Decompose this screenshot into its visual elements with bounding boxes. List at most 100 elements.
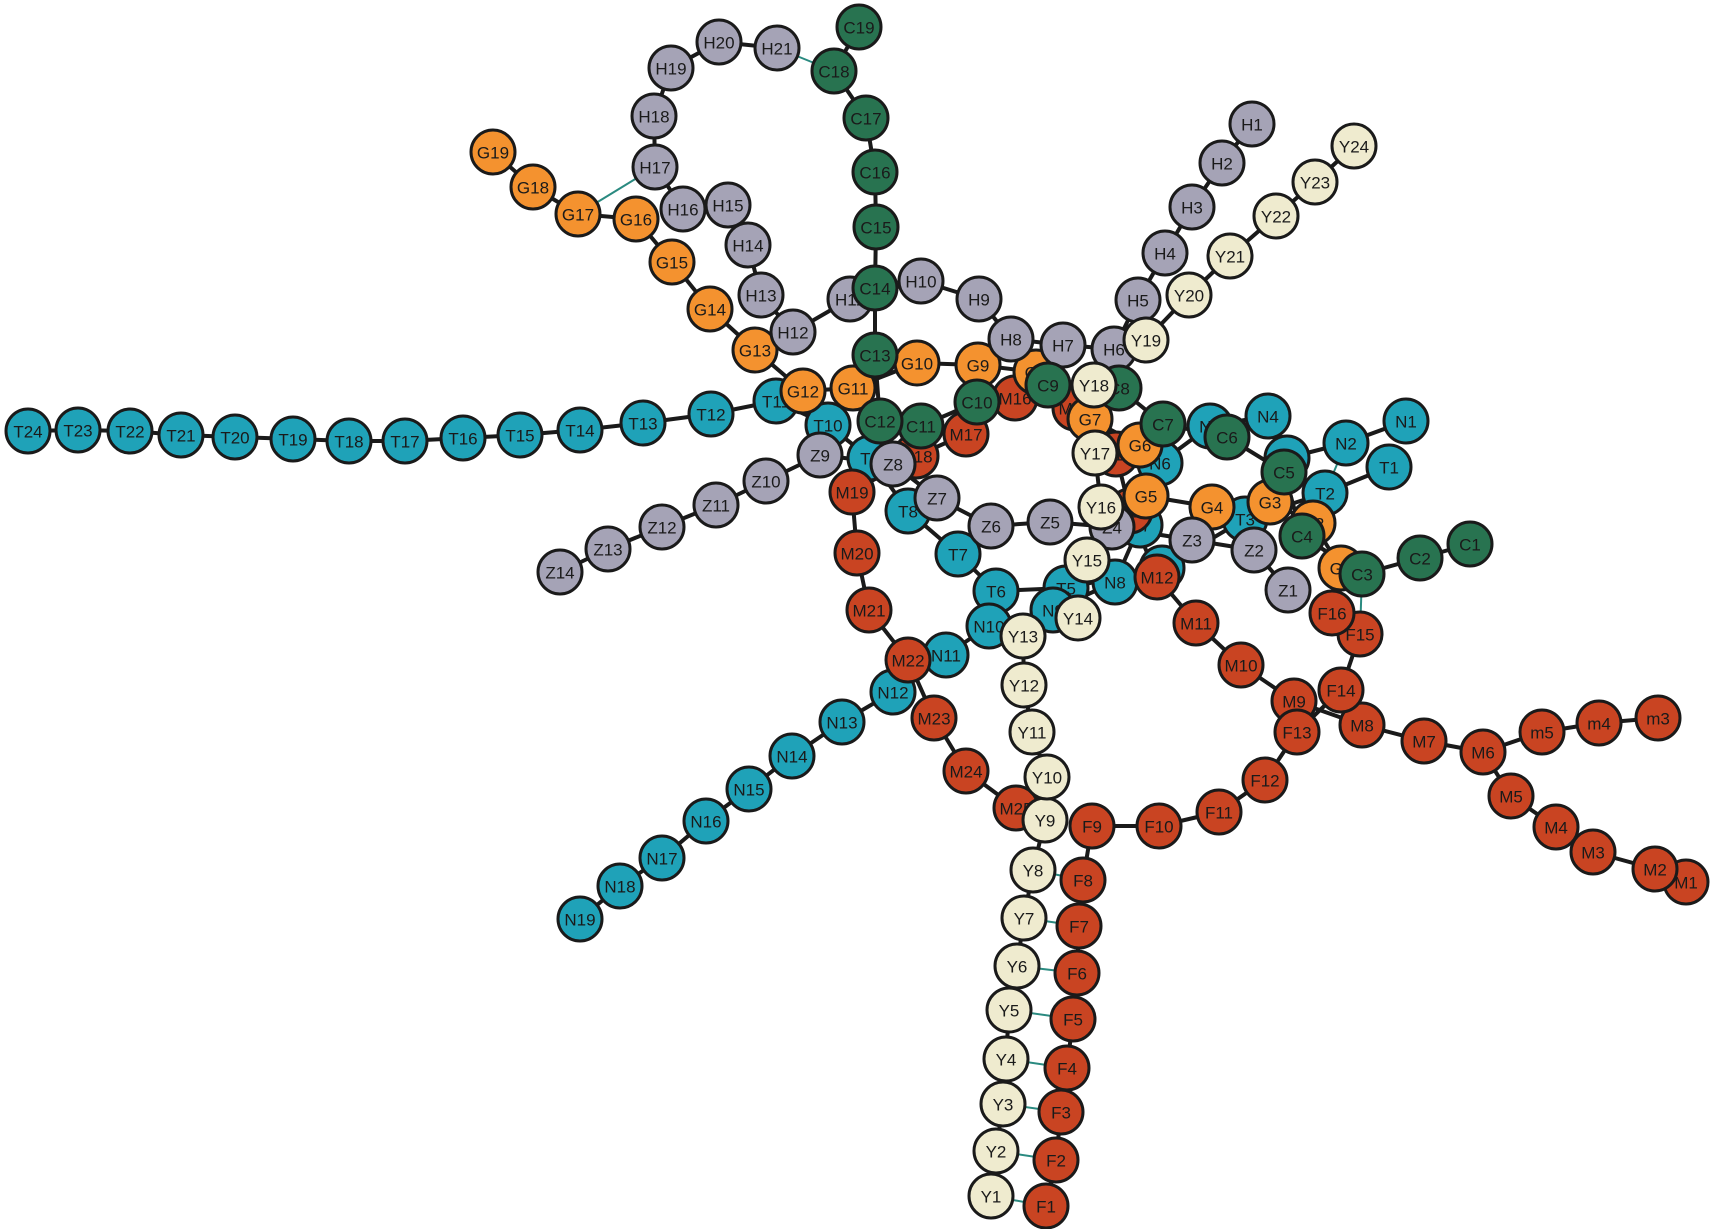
node-circle-N4 xyxy=(1244,392,1292,440)
node-H21: H21 xyxy=(753,24,801,72)
node-Y3: Y3 xyxy=(979,1080,1027,1128)
node-label-F2: F2 xyxy=(1046,1152,1066,1171)
node-circle-G18 xyxy=(509,163,557,211)
node-C10: C10 xyxy=(953,378,1001,426)
node-circle-Z14 xyxy=(536,548,584,596)
node-C18: C18 xyxy=(810,47,858,95)
node-H4: H4 xyxy=(1141,229,1189,277)
node-label-Z13: Z13 xyxy=(593,541,622,560)
node-H5: H5 xyxy=(1114,276,1162,324)
node-label-m3: m3 xyxy=(1646,710,1670,729)
node-M6: M6 xyxy=(1459,728,1507,776)
node-label-T1: T1 xyxy=(1379,459,1399,478)
node-M5: M5 xyxy=(1487,772,1535,820)
node-H18: H18 xyxy=(630,92,678,140)
node-circle-Y14 xyxy=(1054,594,1102,642)
node-label-F9: F9 xyxy=(1082,818,1102,837)
node-circle-M8 xyxy=(1338,701,1386,749)
node-label-H10: H10 xyxy=(905,273,936,292)
node-circle-Y23 xyxy=(1291,158,1339,206)
node-label-M22: M22 xyxy=(891,652,924,671)
node-label-Y16: Y16 xyxy=(1086,499,1116,518)
node-T24: T24 xyxy=(4,407,52,455)
node-label-Y20: Y20 xyxy=(1174,287,1204,306)
node-circle-N2 xyxy=(1322,419,1370,467)
node-circle-H20 xyxy=(695,18,743,66)
node-label-G18: G18 xyxy=(517,179,549,198)
node-Y4: Y4 xyxy=(982,1035,1030,1083)
node-label-C6: C6 xyxy=(1216,429,1238,448)
node-circle-M3 xyxy=(1569,828,1617,876)
node-label-G3: G3 xyxy=(1259,494,1282,513)
node-Y17: Y17 xyxy=(1071,429,1119,477)
node-label-H12: H12 xyxy=(777,324,808,343)
node-label-M10: M10 xyxy=(1224,657,1257,676)
node-label-M4: M4 xyxy=(1544,819,1568,838)
node-circle-Z9 xyxy=(796,431,844,479)
node-label-M12: M12 xyxy=(1140,569,1173,588)
node-Z6: Z6 xyxy=(967,502,1015,550)
node-circle-F5 xyxy=(1049,995,1097,1043)
node-circle-G11 xyxy=(829,364,877,412)
node-circle-F13 xyxy=(1273,708,1321,756)
node-N19: N19 xyxy=(556,895,604,943)
node-label-H3: H3 xyxy=(1181,199,1203,218)
node-circle-Y17 xyxy=(1071,429,1119,477)
node-label-T20: T20 xyxy=(220,429,249,448)
node-circle-F11 xyxy=(1195,788,1243,836)
node-label-N2: N2 xyxy=(1335,435,1357,454)
node-label-C12: C12 xyxy=(864,413,895,432)
node-circle-M21 xyxy=(845,586,893,634)
node-H3: H3 xyxy=(1168,183,1216,231)
node-label-Y12: Y12 xyxy=(1009,677,1039,696)
node-circle-N16 xyxy=(682,797,730,845)
node-label-N16: N16 xyxy=(690,813,721,832)
node-label-H19: H19 xyxy=(655,60,686,79)
node-N16: N16 xyxy=(682,797,730,845)
node-H16: H16 xyxy=(659,185,707,233)
node-Z12: Z12 xyxy=(638,503,686,551)
node-label-Y10: Y10 xyxy=(1032,769,1062,788)
node-T22: T22 xyxy=(106,407,154,455)
node-label-M21: M21 xyxy=(852,602,885,621)
node-Y2: Y2 xyxy=(972,1127,1020,1175)
node-label-m5: m5 xyxy=(1530,724,1554,743)
node-label-G10: G10 xyxy=(901,355,933,374)
node-label-Y22: Y22 xyxy=(1261,208,1291,227)
node-circle-M24 xyxy=(942,747,990,795)
node-F9: F9 xyxy=(1068,802,1116,850)
node-label-N4: N4 xyxy=(1257,408,1279,427)
node-C12: C12 xyxy=(856,397,904,445)
node-label-F11: F11 xyxy=(1205,804,1233,823)
node-C13: C13 xyxy=(851,331,899,379)
node-label-H17: H17 xyxy=(639,159,670,178)
node-label-C1: C1 xyxy=(1459,536,1481,555)
node-circle-H1 xyxy=(1228,100,1276,148)
node-label-C16: C16 xyxy=(859,164,890,183)
node-N15: N15 xyxy=(725,765,773,813)
node-C11: C11 xyxy=(897,402,945,450)
node-C1: C1 xyxy=(1446,520,1494,568)
node-circle-G14 xyxy=(686,285,734,333)
node-T14: T14 xyxy=(556,406,604,454)
node-label-N14: N14 xyxy=(776,748,807,767)
node-M24: M24 xyxy=(942,747,990,795)
node-circle-Z10 xyxy=(742,457,790,505)
node-label-T23: T23 xyxy=(63,422,92,441)
node-label-C15: C15 xyxy=(860,219,891,238)
node-circle-M23 xyxy=(910,694,958,742)
node-label-G7: G7 xyxy=(1079,411,1102,430)
node-circle-F6 xyxy=(1053,949,1101,997)
node-G7: G7 xyxy=(1066,395,1114,443)
node-label-Y2: Y2 xyxy=(986,1143,1007,1162)
node-circle-N19 xyxy=(556,895,604,943)
node-label-F4: F4 xyxy=(1057,1060,1077,1079)
node-circle-H18 xyxy=(630,92,678,140)
node-label-G4: G4 xyxy=(1201,499,1224,518)
node-G16: G16 xyxy=(612,195,660,243)
node-circle-N1 xyxy=(1382,397,1430,445)
node-circle-Y8 xyxy=(1009,846,1057,894)
node-label-G12: G12 xyxy=(787,383,819,402)
node-label-m4: m4 xyxy=(1587,715,1611,734)
node-label-F13: F13 xyxy=(1282,724,1311,743)
